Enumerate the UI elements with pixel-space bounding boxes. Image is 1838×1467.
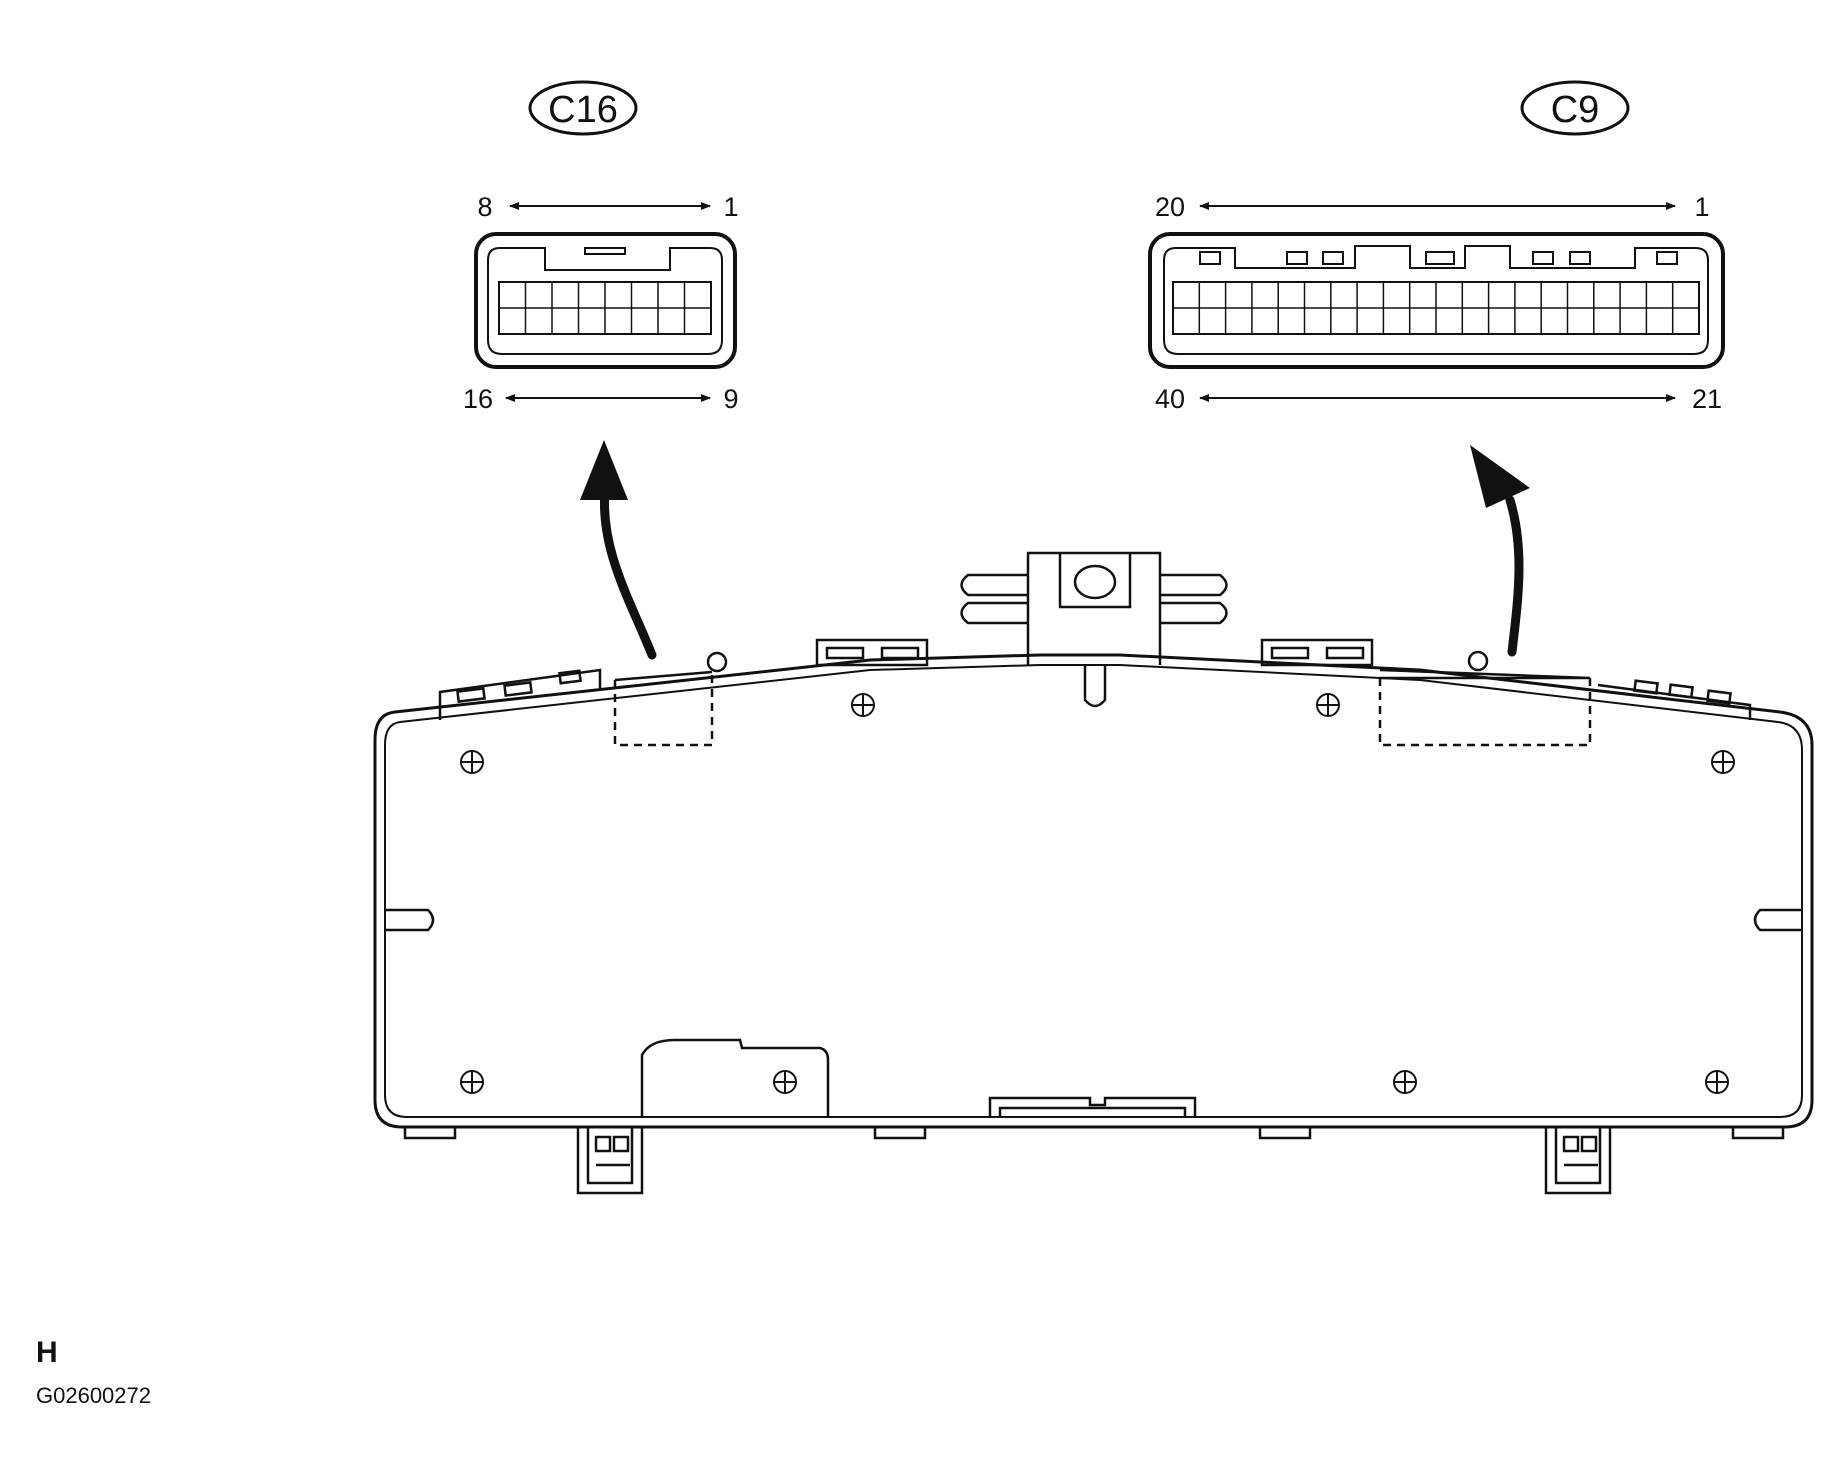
c16-pin-label-bottom-left: 16 bbox=[463, 384, 493, 414]
connector-c9-id-badge: C9 bbox=[1520, 80, 1630, 136]
c9-pin-grid bbox=[1172, 281, 1700, 335]
connector-c16: C16 8 1 16 9 bbox=[463, 80, 739, 414]
c16-pin-label-top-right: 1 bbox=[723, 192, 738, 222]
combination-meter-housing bbox=[373, 551, 1814, 1195]
c16-connector-body bbox=[474, 232, 737, 369]
footer-mark: H bbox=[36, 1336, 58, 1369]
c16-pin-grid bbox=[498, 281, 712, 335]
connector-c16-id: C16 bbox=[548, 89, 618, 131]
c9-pin-label-top-left: 20 bbox=[1155, 192, 1185, 222]
c9-pin-label-bottom-left: 40 bbox=[1155, 384, 1185, 414]
c16-pin-label-bottom-right: 9 bbox=[723, 384, 738, 414]
c9-connector-body bbox=[1148, 232, 1725, 369]
figure-code: G02600272 bbox=[36, 1383, 151, 1408]
c16-callout-arrow bbox=[580, 440, 657, 660]
c9-pin-label-top-right: 1 bbox=[1694, 192, 1709, 222]
c16-pin-label-top-left: 8 bbox=[477, 192, 492, 222]
connector-c9: C9 20 1 40 21 bbox=[1148, 80, 1725, 414]
connector-c16-id-badge: C16 bbox=[528, 80, 638, 136]
c9-pin-label-bottom-right: 21 bbox=[1692, 384, 1722, 414]
connector-c9-id: C9 bbox=[1551, 89, 1600, 131]
c9-callout-arrow bbox=[1470, 445, 1530, 657]
